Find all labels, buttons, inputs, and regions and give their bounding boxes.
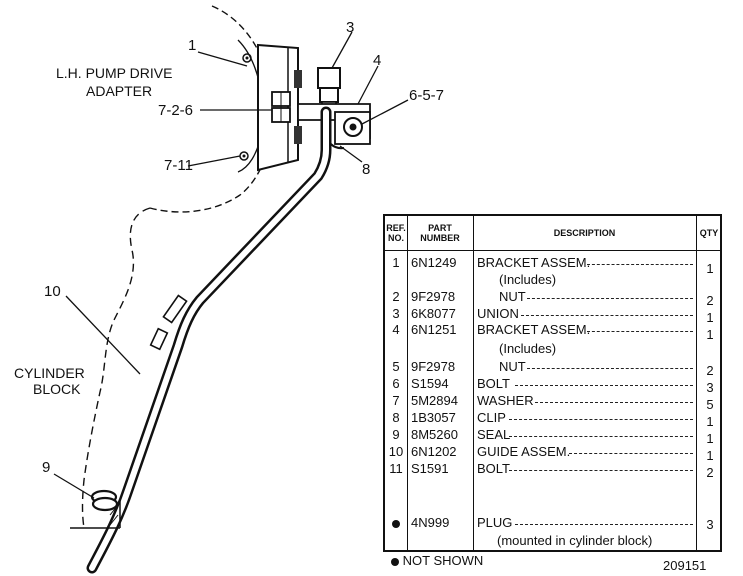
- row-8-part: 1B3057: [411, 410, 456, 425]
- row-plug-sub: (mounted in cylinder block): [497, 533, 653, 548]
- row-6-qty: 3: [706, 380, 714, 395]
- row-4-ref: 4: [392, 322, 400, 337]
- footnote-text: NOT SHOWN: [402, 553, 484, 568]
- callout-4: 4: [373, 52, 382, 69]
- row-3-part: 6K8077: [411, 306, 456, 321]
- callout-10: 10: [44, 283, 61, 300]
- adapter-label-line1: L.H. PUMP DRIVE: [56, 65, 173, 81]
- row-9-desc: SEAL: [477, 427, 511, 442]
- row-3-desc: UNION: [477, 306, 519, 321]
- row-6-desc: BOLT: [477, 376, 510, 391]
- row-7-qty: 5: [706, 397, 714, 412]
- row-9-ref: 9: [392, 427, 400, 442]
- row-2-desc: NUT: [499, 289, 526, 304]
- row-2-ref: 2: [392, 289, 400, 304]
- row-4-part: 6N1251: [411, 322, 457, 337]
- row-6-part: S1594: [411, 376, 449, 391]
- adapter-outline: [149, 5, 274, 213]
- parts-list-table: REF. NO. PART NUMBER DESCRIPTION QTY 1 6…: [383, 214, 722, 552]
- row-2-qty: 2: [706, 293, 714, 308]
- row-7-ref: 7: [392, 393, 400, 408]
- row-plug-part: 4N999: [411, 515, 450, 530]
- row-plug-not-shown-marker: [385, 516, 407, 530]
- cylinder-block-outline: [81, 207, 151, 529]
- row-4-qty: 1: [706, 327, 714, 342]
- row-1-ref: 1: [392, 255, 400, 270]
- row-7-part: 5M2894: [411, 393, 458, 408]
- row-plug-desc: PLUG: [477, 515, 513, 530]
- row-11-desc: BOLT: [477, 461, 510, 476]
- row-10-desc: GUIDE ASSEM.: [477, 444, 571, 459]
- row-10-part: 6N1202: [411, 444, 457, 459]
- callout-7-11: 7-11: [164, 157, 193, 174]
- header-qty: QTY: [699, 228, 719, 238]
- row-3-ref: 3: [392, 306, 400, 321]
- row-4-desc: BRACKET ASSEM.: [477, 322, 591, 337]
- adapter-label-line2: ADAPTER: [86, 83, 153, 99]
- row-9-part: 8M5260: [411, 427, 458, 442]
- callout-3: 3: [346, 19, 355, 36]
- row-5-ref: 5: [392, 359, 400, 374]
- row-8-desc: CLIP: [477, 410, 506, 425]
- row-5-part: 9F2978: [411, 359, 456, 374]
- callout-8: 8: [362, 161, 371, 178]
- cylinder-block-line1: CYLINDER: [14, 365, 85, 381]
- row-10-qty: 1: [706, 448, 714, 463]
- callout-7-2-6: 7-2-6: [158, 102, 194, 119]
- row-10-ref: 10: [388, 444, 404, 459]
- row-1-desc: BRACKET ASSEM.: [477, 255, 591, 270]
- bolt-hole: [242, 53, 252, 63]
- callout-6-5-7: 6-5-7: [409, 87, 445, 104]
- union-fitting: [317, 67, 341, 89]
- row-3-qty: 1: [706, 310, 714, 325]
- row-11-ref: 11: [389, 461, 403, 476]
- row-1-qty: 1: [706, 261, 714, 276]
- row-1-sub: (Includes): [499, 272, 557, 287]
- row-7-desc: WASHER: [477, 393, 534, 408]
- row-5-desc: NUT: [499, 359, 526, 374]
- header-description: DESCRIPTION: [553, 228, 616, 238]
- drawing-number: 209151: [663, 558, 707, 573]
- row-8-qty: 1: [706, 414, 714, 429]
- not-shown-dot-icon: [391, 557, 399, 566]
- callout-1: 1: [188, 37, 197, 54]
- row-8-ref: 8: [392, 410, 400, 425]
- row-9-qty: 1: [706, 431, 714, 446]
- row-6-ref: 6: [392, 376, 400, 391]
- cylinder-block-line2: BLOCK: [33, 381, 81, 397]
- row-2-part: 9F2978: [411, 289, 456, 304]
- row-5-qty: 2: [706, 363, 714, 378]
- header-ref-no: REF. NO.: [386, 223, 406, 243]
- row-11-part: S1591: [411, 461, 449, 476]
- callout-9: 9: [42, 459, 51, 476]
- header-part-number: PART NUMBER: [420, 223, 460, 243]
- not-shown-footnote: NOT SHOWN: [391, 553, 483, 568]
- row-1-part: 6N1249: [411, 255, 457, 270]
- row-4-sub: (Includes): [499, 341, 557, 356]
- row-11-qty: 2: [706, 465, 714, 480]
- row-plug-qty: 3: [706, 517, 714, 532]
- not-shown-dot-icon: [392, 519, 400, 528]
